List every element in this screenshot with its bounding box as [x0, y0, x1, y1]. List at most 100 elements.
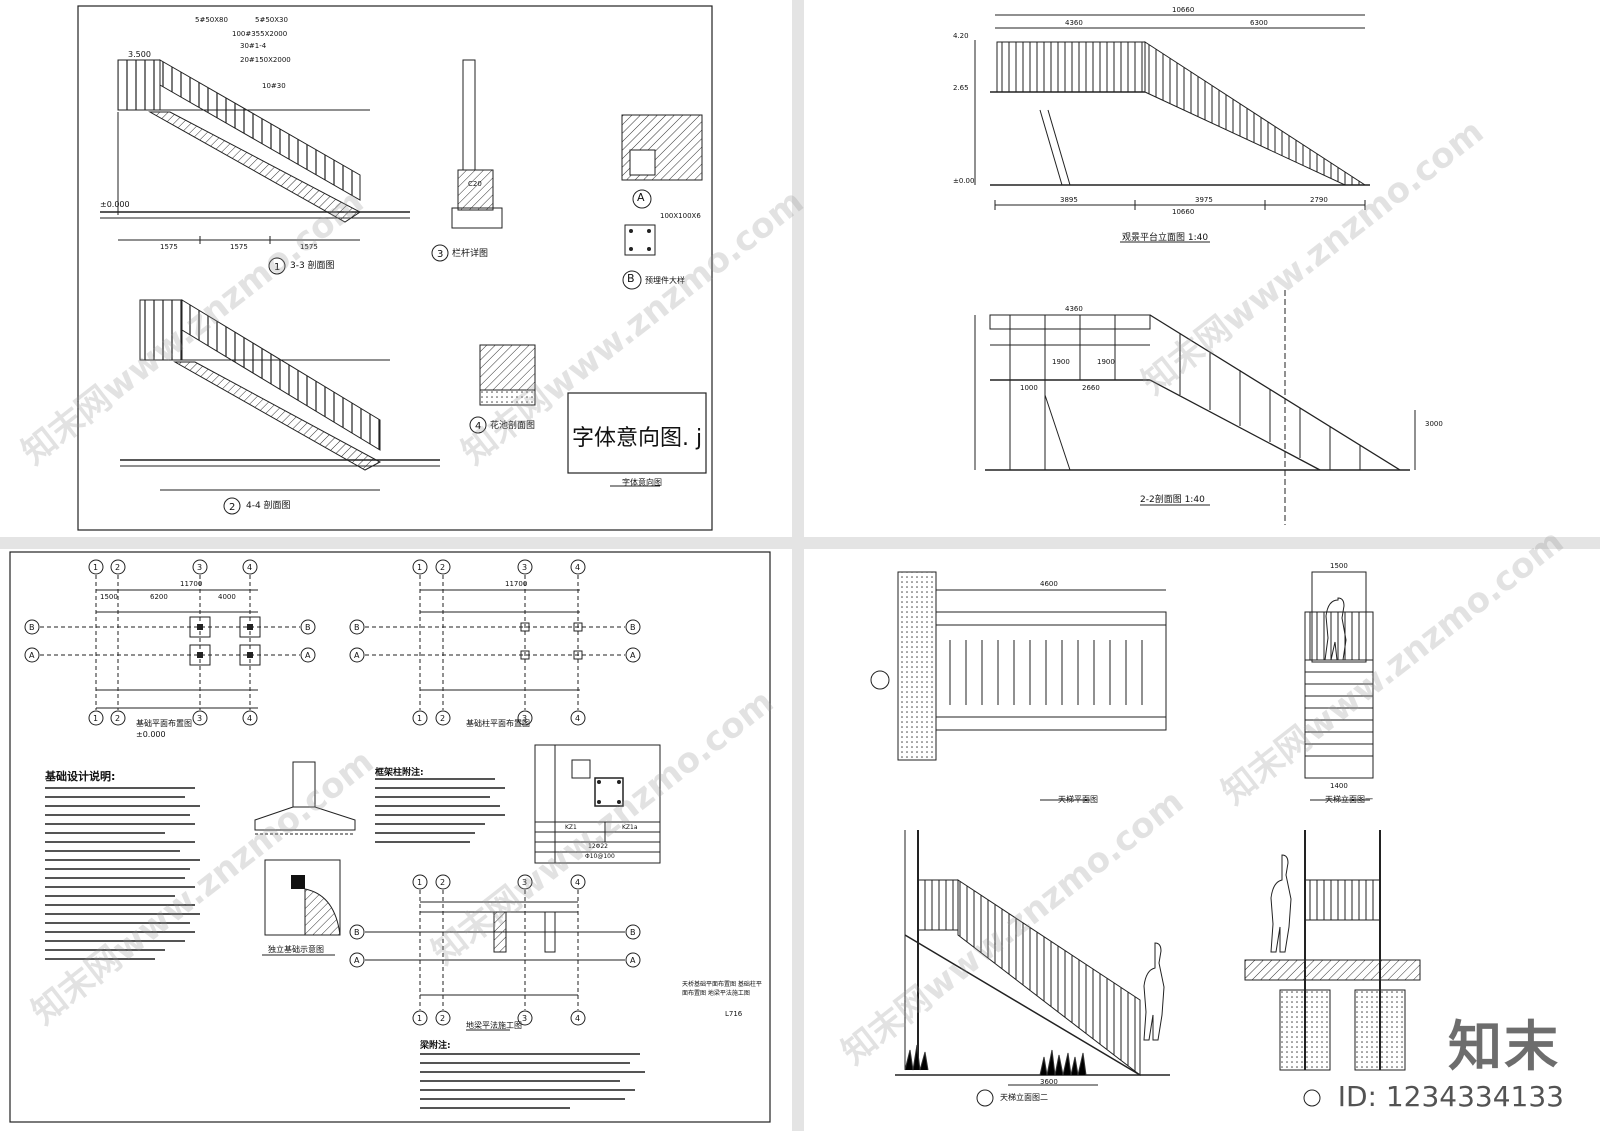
grid-label: A [305, 651, 311, 660]
elev-000: ±0.00 [953, 177, 975, 185]
grid-bubble [517, 1010, 533, 1026]
view2-title: 天梯立面图一 [1325, 795, 1373, 804]
dim-3975: 3975 [1195, 196, 1213, 204]
grid-label: B [630, 928, 636, 937]
grid-bubble [242, 710, 258, 726]
grid-label: 1 [93, 714, 98, 723]
dim-4600: 4600 [1040, 580, 1058, 588]
grid-label: B [305, 623, 311, 632]
detail-b-title: 预埋件大样 [645, 276, 685, 285]
grid-bubble [570, 559, 586, 575]
design-notes-lines [45, 778, 645, 1109]
grid-bubble [625, 924, 641, 940]
isolated-title: 独立基础示意图 [268, 945, 324, 954]
beam-plan [365, 890, 625, 1031]
table-kz1: KZ1 [565, 824, 577, 831]
dim-3600: 3600 [1040, 1078, 1058, 1086]
view3-title: 天梯立面图二 [1000, 1093, 1048, 1102]
isolated-foundation [262, 859, 341, 956]
sec-dim-1000: 1000 [1020, 384, 1038, 392]
grid-bubble [625, 619, 641, 635]
grid-label: 2 [115, 714, 120, 723]
stair-section-1 [100, 59, 410, 244]
grid-bubble [349, 952, 365, 968]
grid-label: 2 [440, 878, 445, 887]
svg-text:4: 4 [475, 421, 481, 432]
panel-bottom-right [870, 571, 1421, 1107]
grid-bubble [88, 559, 104, 575]
dim-1500-br: 1500 [1330, 562, 1348, 570]
elev-top: 3.500 [128, 50, 151, 59]
planter-detail [479, 344, 536, 406]
grid-bubble [412, 710, 428, 726]
grid-label: 2 [440, 714, 445, 723]
grid-label: 1 [417, 714, 422, 723]
svg-text:1: 1 [274, 262, 280, 273]
view1-title: 天梯平面图 [1058, 795, 1098, 804]
elev-420: 4.20 [953, 32, 969, 40]
dim-1500: 1500 [100, 593, 118, 601]
grid-label: 1 [417, 1014, 422, 1023]
plan1-note: ±0.000 [136, 730, 166, 739]
grid-bubble [570, 710, 586, 726]
footing-section [254, 761, 356, 835]
grid-label: 2 [440, 1014, 445, 1023]
sec-dim-1900-a: 1900 [1052, 358, 1070, 366]
detail-a-mark: A [637, 191, 645, 204]
table-kz1a: KZ1a [622, 824, 638, 831]
callout-8: C20 [468, 180, 482, 188]
grid-bubble [517, 874, 533, 890]
grid-bubble [192, 710, 208, 726]
grid-label: 4 [575, 878, 580, 887]
section-1-title: 3-3 剖面图 [290, 261, 335, 271]
foundation-plan [40, 575, 300, 710]
dim-6300-top: 6300 [1250, 19, 1268, 27]
dim-1575-a: 1575 [160, 243, 178, 251]
section-2-title: 4-4 剖面图 [246, 501, 291, 511]
notes-title: 基础设计说明: [45, 770, 116, 783]
dim-1575-b: 1575 [230, 243, 248, 251]
grid-bubble [242, 559, 258, 575]
grid-bubble [192, 559, 208, 575]
grid-bubble [24, 619, 40, 635]
grid-label: 3 [522, 878, 527, 887]
grid-bubble [625, 647, 641, 663]
grid-label: 3 [522, 1014, 527, 1023]
svg-text:3: 3 [437, 249, 443, 260]
grid-label: 3 [197, 714, 202, 723]
beam-notes-title: 梁附注: [420, 1041, 451, 1051]
callout-1: 5#50X80 [195, 16, 228, 24]
dim-4000: 4000 [218, 593, 236, 601]
grid-bubble [517, 559, 533, 575]
panel-top-left: 1 2 3 4 [77, 5, 713, 531]
grid-label: A [630, 956, 636, 965]
callout-2: 5#50X30 [255, 16, 288, 24]
grid-label: 3 [522, 563, 527, 572]
grid-label: B [630, 623, 636, 632]
detail-b-mark: B [627, 272, 635, 285]
grid-label: 1 [417, 563, 422, 572]
frame-notes-title: 框架柱附注: [375, 768, 424, 778]
grid-bubble [349, 924, 365, 940]
plan2-title: 基础柱平面布置图 [466, 719, 530, 728]
grid-label: 3 [522, 714, 527, 723]
dim-10660-top: 10660 [1172, 6, 1195, 14]
grid-bubble [110, 559, 126, 575]
section-2-2-title: 2-2剖面图 1:40 [1140, 495, 1205, 505]
sec-dim-4360: 4360 [1065, 305, 1083, 313]
grid-bubble [435, 1010, 451, 1026]
grid-label: B [29, 623, 35, 632]
grid-label: 4 [247, 714, 252, 723]
grid-label: B [354, 928, 360, 937]
brand-logo-text: 知末 [1448, 1015, 1560, 1078]
image-id-label: ID: 1234334133 [1337, 1080, 1564, 1113]
dim-11700-a: 11700 [180, 580, 203, 588]
grid-bubble [517, 710, 533, 726]
detail-b [622, 224, 656, 290]
table-rebar: 12Φ22 [588, 843, 608, 850]
panel-divider-vertical [792, 0, 804, 1131]
sec-dim-1900-b: 1900 [1097, 358, 1115, 366]
grid-label: 4 [575, 563, 580, 572]
svg-text:2: 2 [229, 502, 235, 513]
